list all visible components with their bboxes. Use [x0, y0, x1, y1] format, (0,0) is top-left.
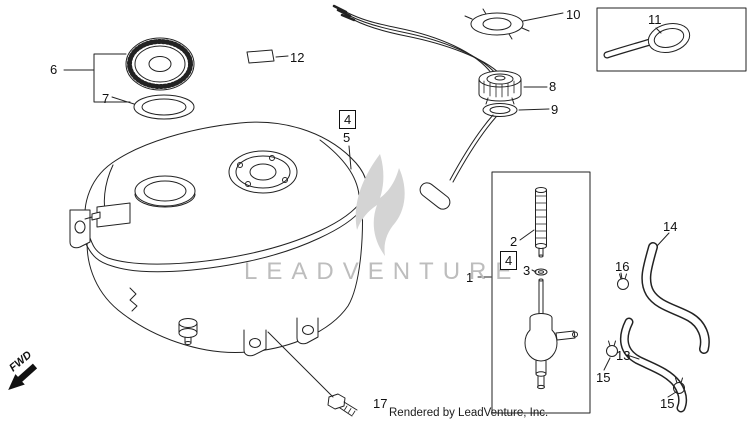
fwd-arrow-icon [8, 363, 38, 390]
fwd-marker: FWD [7, 349, 38, 390]
callout-part-16[interactable]: 16 [615, 259, 630, 274]
callout-part-14[interactable]: 14 [663, 219, 678, 234]
sender-cap-ring-drawing [464, 8, 530, 40]
callout-part-15-a[interactable]: 15 [596, 370, 611, 385]
callout-part-15-b[interactable]: 15 [660, 396, 675, 411]
fuel-hose-13-drawing [619, 317, 688, 413]
hose-clamp-15a-drawing [606, 340, 618, 357]
callout-part-11[interactable]: 11 [648, 12, 662, 27]
petcock-boss-drawing [178, 318, 198, 345]
callout-part-4-tank[interactable]: 4 [339, 110, 357, 129]
callout-part-4-valve[interactable]: 4 [500, 251, 518, 270]
hose-clamp-15b-drawing [673, 377, 685, 394]
callout-part-17[interactable]: 17 [373, 396, 388, 411]
cap-gasket-drawing [133, 94, 195, 120]
callout-part-9[interactable]: 9 [551, 102, 559, 117]
tool-box-drawing [596, 7, 747, 72]
bolt-drawing [327, 393, 358, 417]
fuel-tank-drawing [69, 121, 368, 357]
callout-part-5[interactable]: 5 [343, 130, 351, 145]
callout-part-8[interactable]: 8 [549, 79, 557, 94]
callout-part-13[interactable]: 13 [616, 348, 631, 363]
fuel-cap-drawing [125, 37, 195, 91]
callout-part-6[interactable]: 6 [50, 62, 58, 77]
leader-lines [63, 12, 677, 398]
hose-clamp-16-drawing [617, 273, 629, 290]
rendered-by-credit: Rendered by LeadVenture, Inc. [389, 407, 549, 419]
callout-part-2[interactable]: 2 [510, 234, 518, 249]
label-plate-drawing [246, 49, 275, 64]
gauge-opening-drawing [228, 150, 298, 194]
fuel-hose-14-drawing [641, 242, 710, 354]
callout-part-10[interactable]: 10 [566, 7, 581, 22]
callout-part-1[interactable]: 1 [466, 270, 474, 285]
filler-neck-drawing [134, 175, 196, 208]
fuel-valve-box-drawing [491, 171, 591, 414]
callout-part-7[interactable]: 7 [102, 91, 110, 106]
fuel-gauge-sender-drawing [332, 4, 522, 210]
callout-part-3[interactable]: 3 [523, 263, 531, 278]
callout-part-12[interactable]: 12 [290, 50, 305, 65]
